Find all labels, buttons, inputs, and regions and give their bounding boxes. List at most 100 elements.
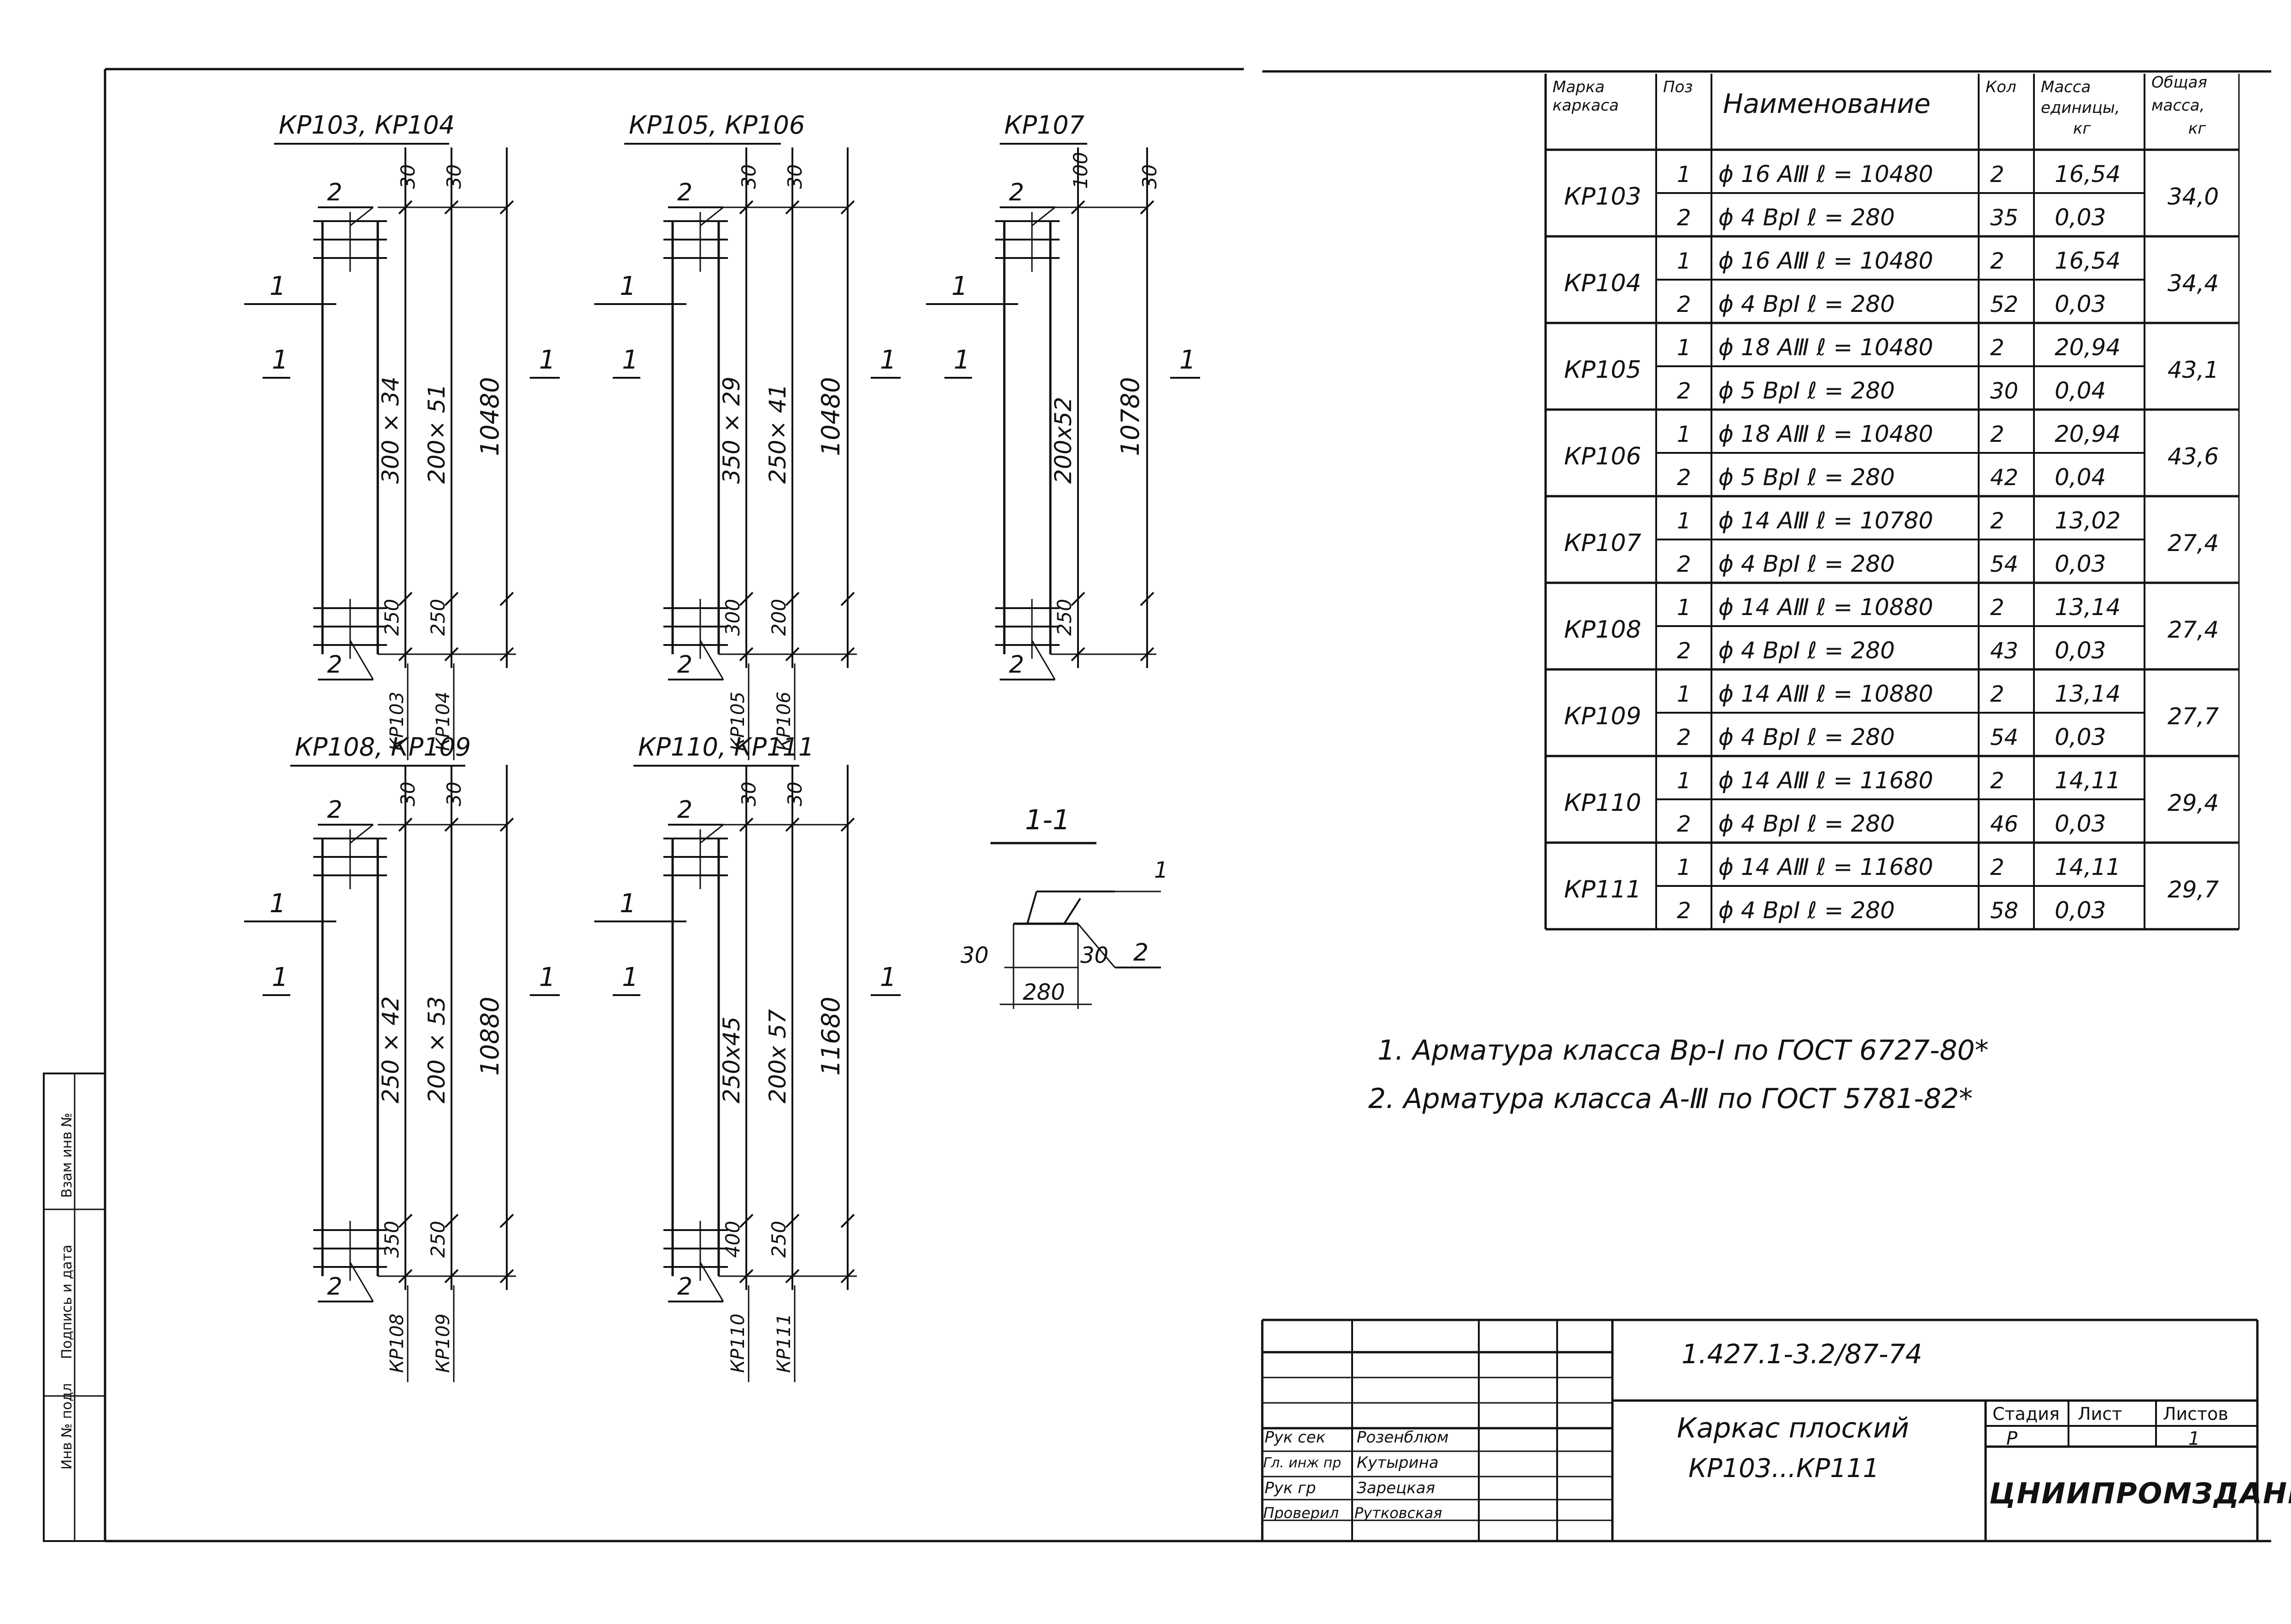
section-dim-right: 30 xyxy=(1080,943,1108,968)
spec-name: ϕ 5 ВрⅠ ℓ = 280 xyxy=(1718,377,1895,404)
mark-a: КР103 xyxy=(387,692,408,751)
signer-name-4: Рутковская xyxy=(1354,1504,1442,1522)
spec-qty: 52 xyxy=(1990,292,2018,317)
spec-pos: 1 xyxy=(1677,422,1691,447)
dim-total: 10780 xyxy=(1116,377,1145,456)
spec-total: 27,7 xyxy=(2168,703,2219,730)
spec-qty: 2 xyxy=(1990,681,2004,707)
frame-label-inv-podl: Инв № подл xyxy=(59,1383,75,1470)
spec-qty: 2 xyxy=(1990,508,2004,534)
mark-b: КР111 xyxy=(773,1313,795,1373)
spec-pos: 1 xyxy=(1677,595,1691,621)
spec-mass: 0,03 xyxy=(2055,637,2106,664)
signer-role-4: Проверил xyxy=(1263,1504,1339,1522)
spec-mark: КР106 xyxy=(1564,443,1641,470)
spec-total: 43,1 xyxy=(2168,357,2219,383)
pos2-top-label: 2 xyxy=(327,796,342,824)
pos2-top-label: 2 xyxy=(1009,179,1024,206)
spec-qty: 2 xyxy=(1990,768,2004,794)
note-1: 1. Арматура класса Вр-Ⅰ по ГОСТ 6727-80* xyxy=(1377,1034,1989,1067)
dim-top-a: 30 xyxy=(738,164,760,189)
spec-mark: КР107 xyxy=(1564,529,1641,557)
spec-mass: 0,04 xyxy=(2055,377,2106,404)
section-mark-right: 1 xyxy=(880,962,896,992)
spec-mark: КР108 xyxy=(1564,616,1641,644)
spec-name: ϕ 14 АⅢ ℓ = 10780 xyxy=(1718,507,1933,534)
spec-name: ϕ 4 ВрⅠ ℓ = 280 xyxy=(1718,291,1895,317)
spec-pos: 2 xyxy=(1677,551,1691,577)
dim-top-a: 30 xyxy=(397,782,419,806)
dim-top-b: 30 xyxy=(443,164,465,189)
dim-end-a: 300 xyxy=(721,599,744,636)
spec-name: ϕ 4 ВрⅠ ℓ = 280 xyxy=(1718,724,1895,750)
stage-value: Р xyxy=(2006,1428,2018,1449)
dim-top-b: 30 xyxy=(1138,164,1161,189)
dim-total: 10480 xyxy=(475,377,504,456)
frame-label-vzam-inv: Взам инв № xyxy=(59,1113,75,1198)
signer-role-2: Гл. инж пр xyxy=(1263,1455,1342,1471)
frame-label-podpis: Подпись и дата xyxy=(59,1244,75,1360)
spec-qty: 2 xyxy=(1990,422,2004,447)
section-mark-left: 1 xyxy=(622,345,639,375)
spec-total: 29,7 xyxy=(2168,876,2219,903)
sheet-label: Лист xyxy=(2078,1404,2122,1424)
spec-name: ϕ 14 АⅢ ℓ = 10880 xyxy=(1718,594,1933,621)
spec-mass: 14,11 xyxy=(2055,854,2121,880)
spec-qty: 35 xyxy=(1990,205,2018,231)
section-mark-right: 1 xyxy=(880,345,896,375)
spec-total: 27,4 xyxy=(2168,616,2219,643)
spec-total: 34,0 xyxy=(2168,183,2219,210)
signer-name-3: Зарецкая xyxy=(1357,1479,1436,1497)
mark-b: КР106 xyxy=(773,692,795,751)
signer-name-2: Кутырина xyxy=(1357,1454,1439,1472)
spec-qty: 43 xyxy=(1990,638,2018,664)
spec-qty: 30 xyxy=(1990,378,2018,404)
dim-spacing-a: 250 × 42 xyxy=(377,996,404,1103)
dim-end-a: 250 xyxy=(381,599,403,636)
spec-qty: 2 xyxy=(1990,162,2004,188)
spec-name: ϕ 18 АⅢ ℓ = 10480 xyxy=(1718,334,1933,361)
spec-mass: 16,54 xyxy=(2055,161,2121,188)
hdr-mark-2: каркаса xyxy=(1553,96,1619,115)
diagram-title: КР110, КР111 xyxy=(638,733,814,762)
spec-mark: КР103 xyxy=(1564,183,1641,211)
spec-pos: 1 xyxy=(1677,162,1691,188)
dim-top-b: 30 xyxy=(784,782,806,806)
note-2: 2. Арматура класса А-Ⅲ по ГОСТ 5781-82* xyxy=(1368,1083,1973,1115)
sheets-value: 1 xyxy=(2188,1428,2200,1449)
dim-end-b: 250 xyxy=(427,1221,449,1258)
spec-mass: 0,03 xyxy=(2055,810,2106,837)
pos2-top-label: 2 xyxy=(677,796,692,824)
spec-mass: 20,94 xyxy=(2055,421,2121,447)
spec-mass: 14,11 xyxy=(2055,767,2121,794)
pos1-label: 1 xyxy=(270,889,286,919)
mark-a: КР108 xyxy=(387,1313,408,1373)
pos2-bottom-label: 2 xyxy=(1009,651,1024,679)
diagram-title: КР107 xyxy=(1004,111,1084,140)
spec-mass: 0,03 xyxy=(2055,204,2106,231)
spec-total: 34,4 xyxy=(2168,270,2219,297)
section-mark-right: 1 xyxy=(539,345,556,375)
section-mark-right: 1 xyxy=(1179,345,1196,375)
stage-label: Стадия xyxy=(1992,1404,2060,1424)
mark-a: КР105 xyxy=(727,692,749,751)
dim-spacing-b: 250× 41 xyxy=(764,384,791,484)
spec-pos: 2 xyxy=(1677,811,1691,837)
dim-top-b: 30 xyxy=(784,164,806,189)
section-pos2: 2 xyxy=(1133,939,1148,967)
section-mark-left: 1 xyxy=(954,345,970,375)
spec-qty: 54 xyxy=(1990,551,2018,577)
title-line-2: КР103...КР111 xyxy=(1688,1454,1880,1483)
spec-name: ϕ 4 ВрⅠ ℓ = 280 xyxy=(1718,204,1895,231)
spec-pos: 2 xyxy=(1677,638,1691,664)
section-mark-left: 1 xyxy=(272,345,288,375)
spec-total: 43,6 xyxy=(2168,443,2219,470)
spec-mark: КР111 xyxy=(1564,876,1641,903)
